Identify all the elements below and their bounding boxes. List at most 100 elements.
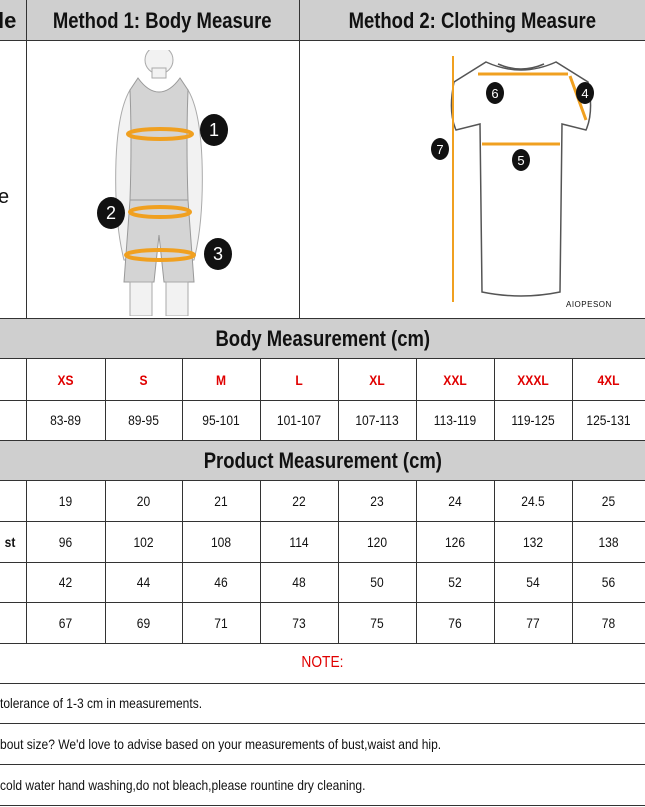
header-left-fragment: le (0, 8, 17, 33)
col-divider (182, 481, 183, 643)
size-label: XXL (443, 371, 467, 388)
value-cell: 21 (214, 493, 228, 509)
method1-title: Method 1: Body Measure (53, 7, 272, 33)
value-cell: 56 (601, 574, 616, 590)
value-cell: 52 (448, 574, 462, 590)
range-cell: 95-101 (202, 412, 240, 428)
note-title: NOTE: (301, 654, 344, 671)
value-cell: 102 (133, 533, 154, 550)
col-divider (260, 359, 261, 440)
row-divider (0, 643, 645, 644)
range-cell: 125-131 (586, 412, 631, 428)
col-divider (105, 481, 106, 643)
col-divider (26, 359, 27, 440)
value-cell: 78 (601, 614, 616, 631)
size-label: XL (369, 371, 385, 388)
size-label: M (215, 371, 227, 388)
row-divider (0, 562, 645, 563)
row-label (0, 602, 24, 643)
range-cell: 107-113 (355, 412, 399, 428)
value-cell: 76 (448, 614, 462, 631)
value-cell: 20 (136, 493, 151, 509)
marker-7: 7 (431, 138, 449, 160)
body-figure-diagram (115, 50, 203, 316)
value-cell: 71 (214, 614, 228, 631)
value-cell: 24 (448, 493, 462, 509)
value-cell: 19 (58, 493, 73, 509)
left-col-fragment: e (0, 186, 10, 208)
method1-title-wrap: Method 1: Body Measure (26, 0, 299, 41)
value-cell: 77 (526, 614, 540, 631)
col-divider (572, 481, 573, 643)
value-cell: 54 (526, 574, 540, 590)
brand-label: AIOPESON (566, 300, 612, 309)
note-text-3: cold water hand washing,do not bleach,pl… (0, 777, 366, 793)
col-divider (416, 481, 417, 643)
value-cell: 50 (370, 574, 384, 590)
size-label: XS (57, 371, 74, 388)
value-cell: 46 (214, 574, 228, 590)
col-divider (338, 359, 339, 440)
value-cell: 132 (522, 533, 544, 550)
size-label: XXXL (517, 371, 549, 388)
note-text-2: bout size? We'd love to advise based on … (0, 736, 442, 752)
size-label: L (295, 371, 303, 388)
body-measurement-header: Body Measurement (cm) (0, 318, 645, 359)
value-cell: 67 (58, 614, 73, 631)
row-label (0, 481, 24, 521)
divider-left (26, 0, 27, 318)
value-cell: 23 (370, 493, 384, 509)
row-divider (0, 521, 645, 522)
col-divider (338, 481, 339, 643)
note-line-1 (0, 683, 645, 684)
col-divider (260, 481, 261, 643)
note-line-2 (0, 723, 645, 724)
product-measurement-title: Product Measurement (cm) (203, 447, 442, 473)
row-label: st (4, 533, 16, 550)
note-title-wrap: NOTE: (0, 643, 645, 683)
product-measurement-header: Product Measurement (cm) (0, 440, 645, 481)
divider-mid (299, 0, 300, 318)
col-divider (416, 359, 417, 440)
range-cell: 119-125 (511, 412, 555, 428)
method2-title-wrap: Method 2: Clothing Measure (299, 0, 645, 41)
col-divider (26, 481, 27, 643)
value-cell: 48 (292, 574, 306, 590)
marker-2: 2 (97, 197, 125, 229)
top-header-bar (0, 0, 645, 41)
value-cell: 108 (210, 533, 232, 550)
col-divider (572, 359, 573, 440)
value-cell: 44 (136, 574, 151, 590)
value-cell: 22 (292, 493, 306, 509)
col-divider (494, 359, 495, 440)
row-divider (0, 602, 645, 603)
value-cell: 126 (444, 533, 466, 550)
value-cell: 24.5 (521, 493, 545, 509)
value-cell: 75 (370, 614, 384, 631)
range-cell: 83-89 (50, 412, 81, 428)
marker-6: 6 (486, 82, 504, 104)
value-cell: 120 (366, 533, 388, 550)
value-cell: 25 (601, 493, 616, 509)
value-cell: 42 (58, 574, 73, 590)
row-divider (0, 400, 645, 401)
value-cell: 69 (136, 614, 151, 631)
note-text-1: tolerance of 1-3 cm in measurements. (0, 695, 203, 711)
value-cell: 96 (58, 533, 73, 550)
size-label: S (139, 371, 148, 388)
method2-title: Method 2: Clothing Measure (348, 7, 596, 33)
range-cell: 89-95 (128, 412, 159, 428)
value-cell: 114 (289, 533, 309, 550)
value-cell: 73 (292, 614, 306, 631)
col-divider (105, 359, 106, 440)
row-label (0, 562, 24, 602)
size-label: 4XL (597, 371, 620, 388)
marker-4: 4 (576, 82, 594, 104)
note-line-3 (0, 764, 645, 765)
tshirt-diagram (450, 56, 592, 302)
marker-3: 3 (204, 238, 232, 270)
col-divider (182, 359, 183, 440)
col-divider (494, 481, 495, 643)
note-line-4 (0, 805, 645, 806)
body-measurement-title: Body Measurement (cm) (215, 325, 430, 351)
